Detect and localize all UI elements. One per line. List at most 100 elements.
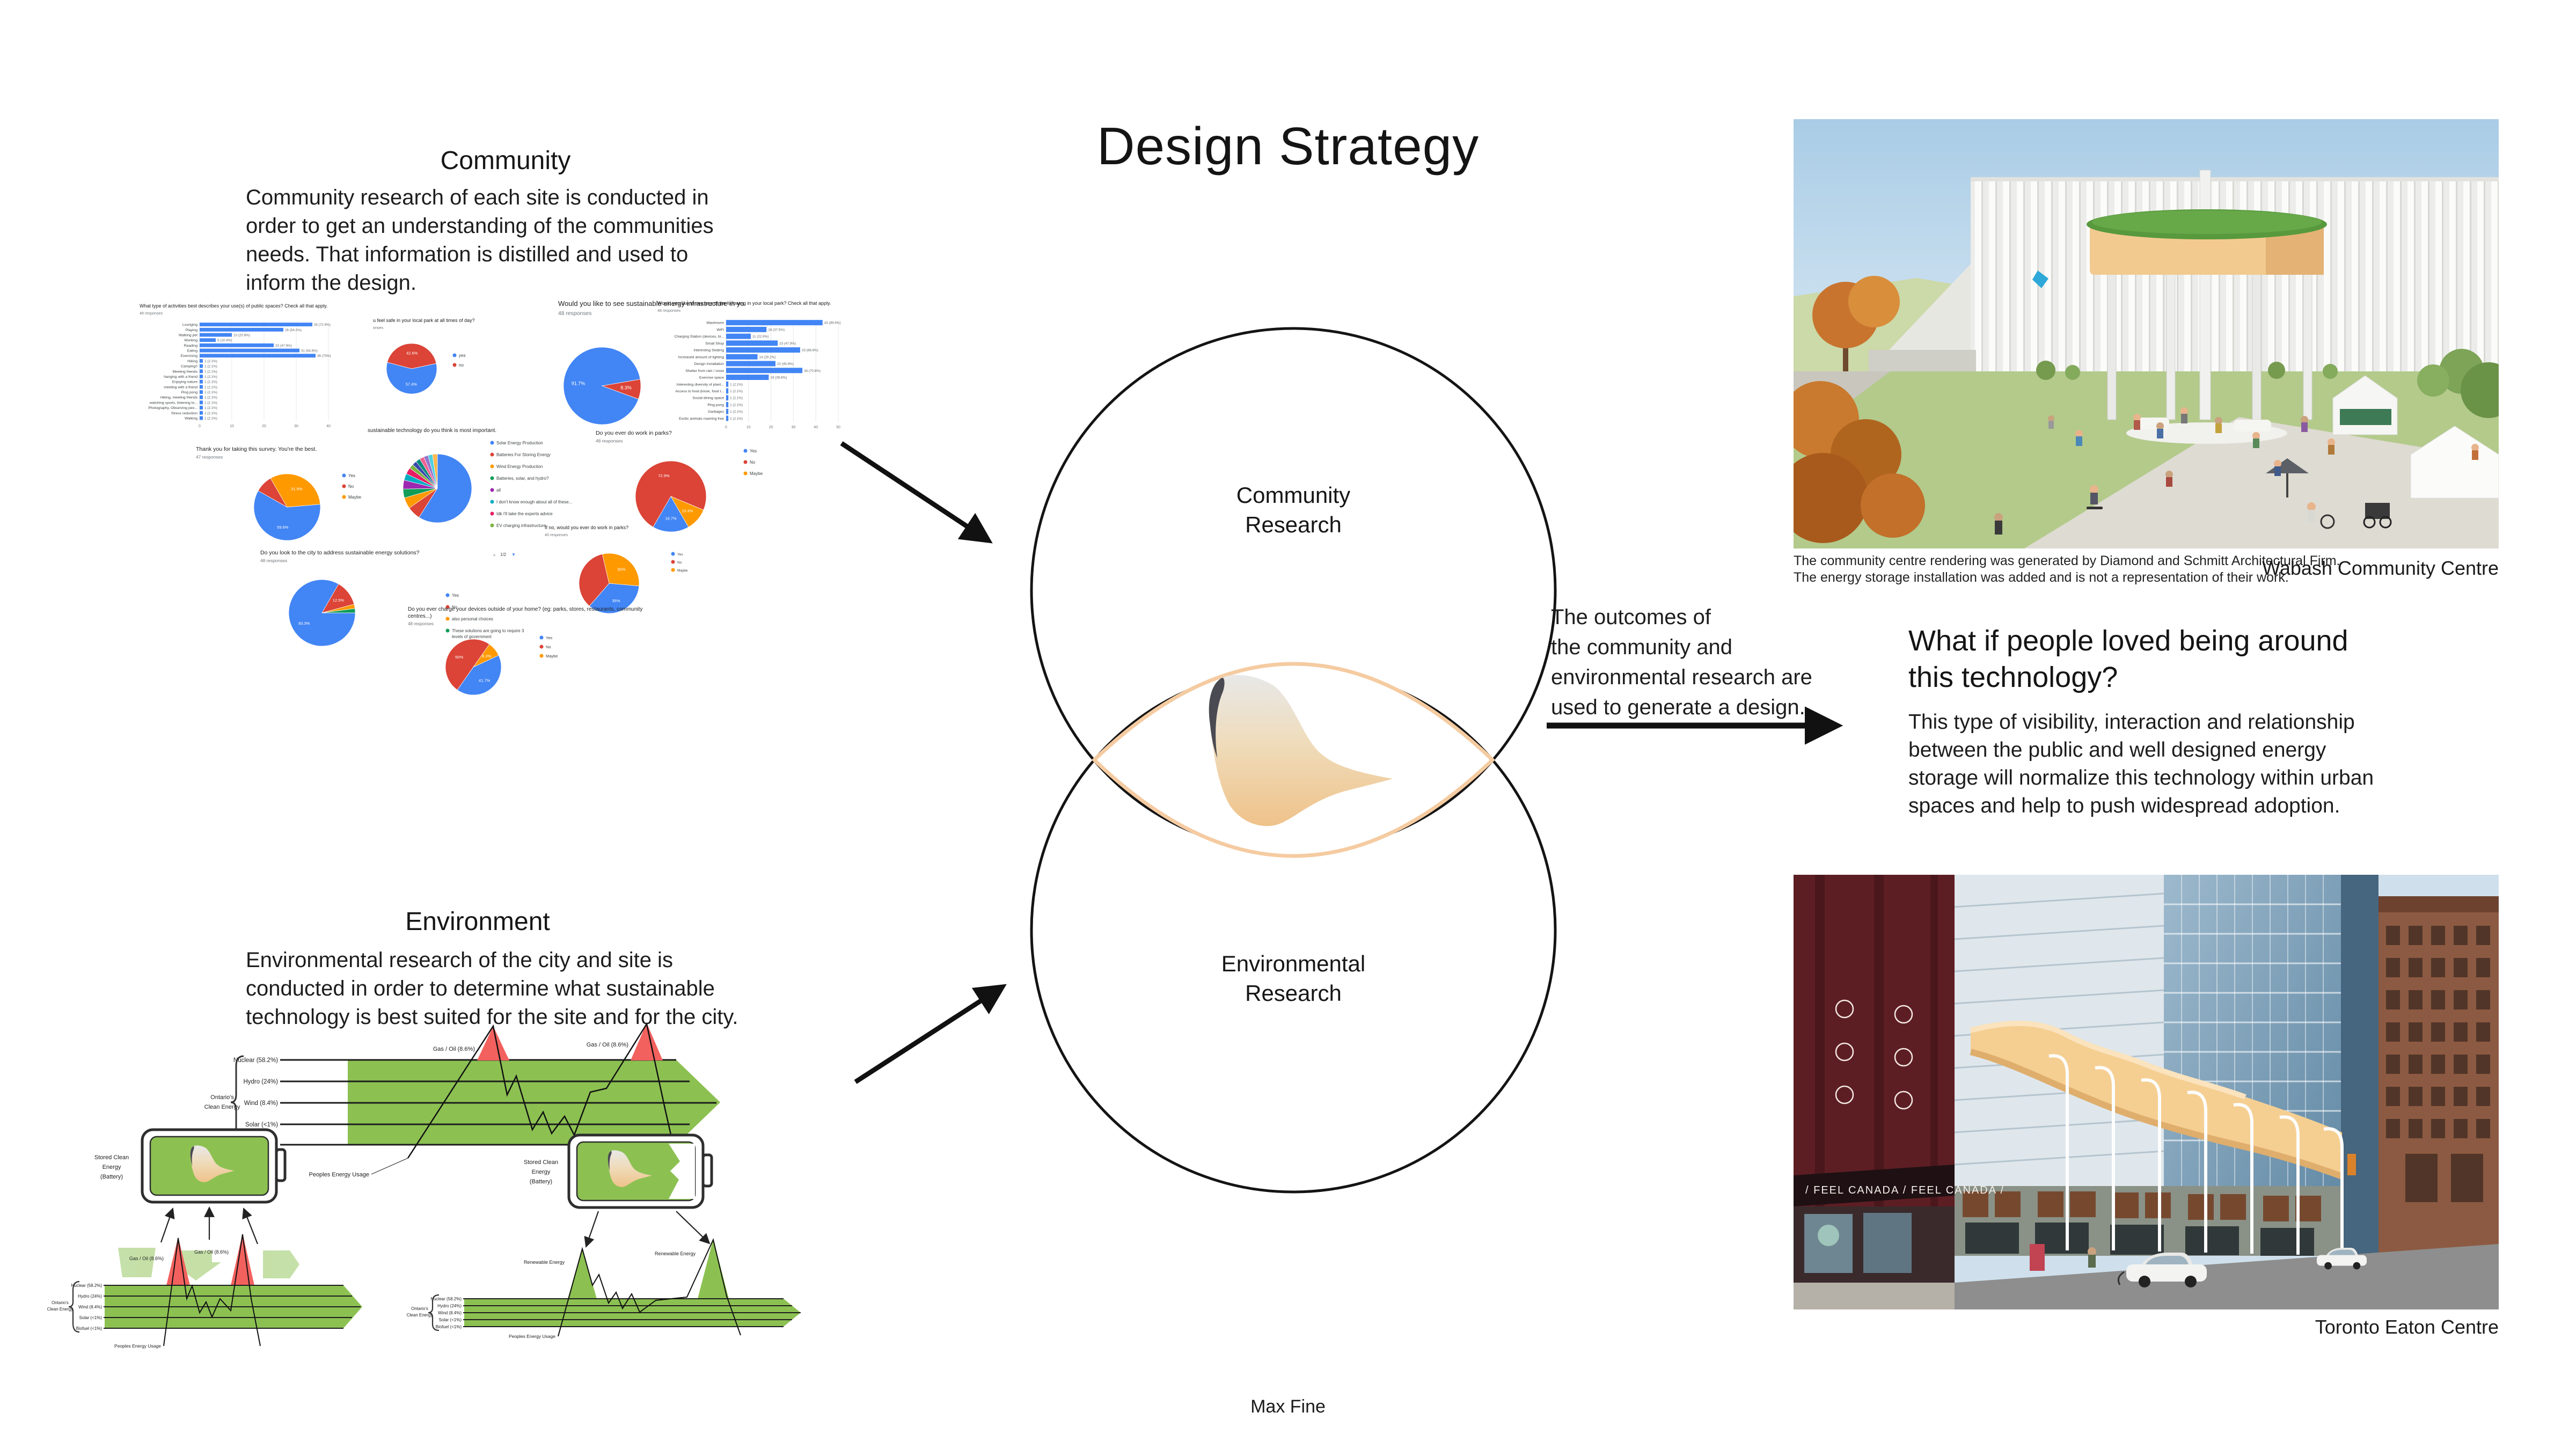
energy-diagram-charging: Stored Clean Energy (Battery) Gas / Oil … (47, 1128, 362, 1349)
svg-text:If no, would you ever do work: If no, would you ever do work in parks? (545, 525, 628, 530)
svg-text:Ping pong: Ping pong (181, 391, 197, 394)
svg-text:No: No (750, 460, 756, 465)
svg-text:47 responses: 47 responses (196, 455, 223, 460)
svg-text:30: 30 (792, 426, 796, 429)
svg-text:Small Shop: Small Shop (705, 342, 724, 346)
svg-text:31 (64.6%): 31 (64.6%) (301, 349, 318, 353)
community-heading: Community (440, 147, 571, 175)
svg-text:all: all (496, 488, 501, 493)
svg-text:48 responses: 48 responses (260, 558, 287, 564)
svg-text:11 (22.9%): 11 (22.9%) (752, 335, 769, 339)
svg-text:No: No (546, 645, 551, 649)
svg-text:What type of activities best d: What type of activities best describes y… (140, 303, 328, 309)
svg-text:43 (89.6%): 43 (89.6%) (824, 321, 841, 325)
usage-line (407, 1022, 675, 1159)
svg-text:Solar (<1%): Solar (<1%) (79, 1315, 103, 1320)
page-title: Design Strategy (1096, 116, 1480, 175)
gas-oil-label: Gas / Oil (8.6%) (433, 1046, 475, 1052)
svg-text:1 (2.1%): 1 (2.1%) (204, 380, 217, 384)
battery-label: Energy (103, 1164, 121, 1170)
svg-text:22 (45.8%): 22 (45.8%) (777, 362, 794, 366)
svg-text:Exercise space: Exercise space (699, 376, 724, 380)
svg-text:57.4%: 57.4% (406, 382, 418, 387)
svg-text:Interesting diversity of plant: Interesting diversity of plant... (677, 383, 724, 386)
svg-text:23 (47.9%): 23 (47.9%) (275, 344, 292, 348)
svg-text:EV charging infrastructure: EV charging infrastructure (496, 523, 546, 528)
svg-text:Would you like to see any of t: Would you like to see any of the followi… (657, 301, 831, 306)
svg-text:72.9%: 72.9% (658, 473, 670, 478)
svg-text:Lounging: Lounging (182, 323, 197, 327)
svg-text:59.6%: 59.6% (277, 525, 289, 530)
group-label: Clean Energy (204, 1104, 240, 1110)
svg-text:Wind Energy Production: Wind Energy Production (496, 464, 543, 469)
svg-text:Do you ever do work in parks?: Do you ever do work in parks? (596, 430, 672, 436)
battery-label: (Battery) (530, 1179, 552, 1185)
svg-text:1 (2.1%): 1 (2.1%) (730, 417, 743, 421)
environment-to-venn-arrow (854, 984, 1007, 1084)
svg-text:8.3%: 8.3% (620, 385, 632, 391)
row-label-solar: Solar (<1%) (245, 1122, 278, 1128)
svg-text:1 (2.1%): 1 (2.1%) (204, 391, 217, 394)
row-label-nuclear: Nuclear (58.2%) (233, 1057, 278, 1064)
gas-oil-label: Gas / Oil (8.6%) (194, 1249, 229, 1255)
usage-label: Peoples Energy Usage (114, 1343, 161, 1349)
svg-text:5 (10.4%): 5 (10.4%) (217, 339, 232, 342)
community-centre-building (1971, 179, 2499, 371)
svg-text:Hydro (24%): Hydro (24%) (78, 1294, 102, 1299)
svg-text:23 (47.9%): 23 (47.9%) (779, 342, 796, 346)
svg-text:hanging with a friend: hanging with a friend (164, 375, 197, 379)
svg-text:Photography, Observing peo...: Photography, Observing peo... (148, 406, 197, 410)
svg-text:Interesting Seating: Interesting Seating (693, 349, 724, 353)
svg-text:Biofuel (<1%): Biofuel (<1%) (76, 1326, 103, 1331)
svg-text:Charging Station (devices, bi.: Charging Station (devices, bi... (674, 335, 724, 339)
svg-text:Yes: Yes (677, 553, 683, 557)
svg-text:33 (68.8%): 33 (68.8%) (802, 349, 818, 353)
brace (68, 1280, 80, 1333)
svg-text:Nuclear (58.2%): Nuclear (58.2%) (71, 1283, 102, 1288)
wabash-title: Wabash Community Centre (2262, 557, 2499, 579)
svg-text:31.9%: 31.9% (291, 487, 303, 492)
svg-text:19 (39.6%): 19 (39.6%) (770, 376, 787, 380)
svg-text:Do you look to the city to add: Do you look to the city to address susta… (260, 550, 420, 556)
svg-text:1 (2.1%): 1 (2.1%) (204, 416, 217, 420)
svg-text:Hydro (24%): Hydro (24%) (437, 1304, 462, 1308)
svg-text:No: No (677, 561, 682, 565)
svg-text:Thank you for taking this surv: Thank you for taking this survey. You're… (196, 446, 317, 452)
svg-text:16.7%: 16.7% (665, 516, 677, 521)
energy-diagram-renewable: Stored Clean Energy (Battery) Renewable … (407, 1133, 801, 1339)
lower-facade (1955, 1186, 2341, 1256)
svg-text:8.3%: 8.3% (482, 654, 491, 658)
community-body: Community research of each site is condu… (246, 186, 714, 295)
people (1994, 407, 2479, 535)
usage-line (163, 1234, 261, 1346)
svg-text:1 (2.1%): 1 (2.1%) (204, 406, 217, 410)
svg-text:Batteries, solar, and hydro?: Batteries, solar, and hydro? (496, 476, 549, 481)
svg-text:Meeting friends: Meeting friends (173, 370, 198, 374)
svg-text:1 (2.1%): 1 (2.1%) (730, 390, 743, 393)
svg-text:▲: ▲ (492, 552, 496, 557)
svg-text:50%: 50% (455, 655, 463, 660)
svg-text:Eating: Eating (187, 349, 197, 353)
svg-text:20: 20 (769, 426, 773, 429)
svg-text:Garbages: Garbages (708, 410, 724, 414)
svg-text:1 (2.1%): 1 (2.1%) (204, 412, 217, 415)
svg-text:sustainable technology do you: sustainable technology do you think is m… (368, 428, 496, 434)
svg-text:▼: ▼ (511, 552, 516, 557)
usage-label: Peoples Energy Usage (309, 1172, 369, 1178)
svg-text:watching sports, listening to.: watching sports, listening to... (149, 401, 197, 405)
eaton-title: Toronto Eaton Centre (2315, 1316, 2499, 1338)
svg-text:42.6%: 42.6% (406, 350, 418, 355)
wabash-photo-illustration (1794, 119, 2499, 548)
svg-text:Maybe: Maybe (348, 495, 362, 500)
surplus-energy-shapes (118, 1248, 299, 1280)
svg-text:0: 0 (199, 425, 201, 428)
usage-line (558, 1238, 741, 1337)
seated-person (2088, 1247, 2096, 1268)
svg-text:centres...): centres...) (408, 613, 431, 619)
ev-car (2117, 1253, 2207, 1287)
svg-text:12.5%: 12.5% (333, 598, 345, 603)
svg-text:Idk I'll take the experts advi: Idk I'll take the experts advice (496, 511, 553, 516)
svg-text:1 (2.1%): 1 (2.1%) (204, 396, 217, 400)
